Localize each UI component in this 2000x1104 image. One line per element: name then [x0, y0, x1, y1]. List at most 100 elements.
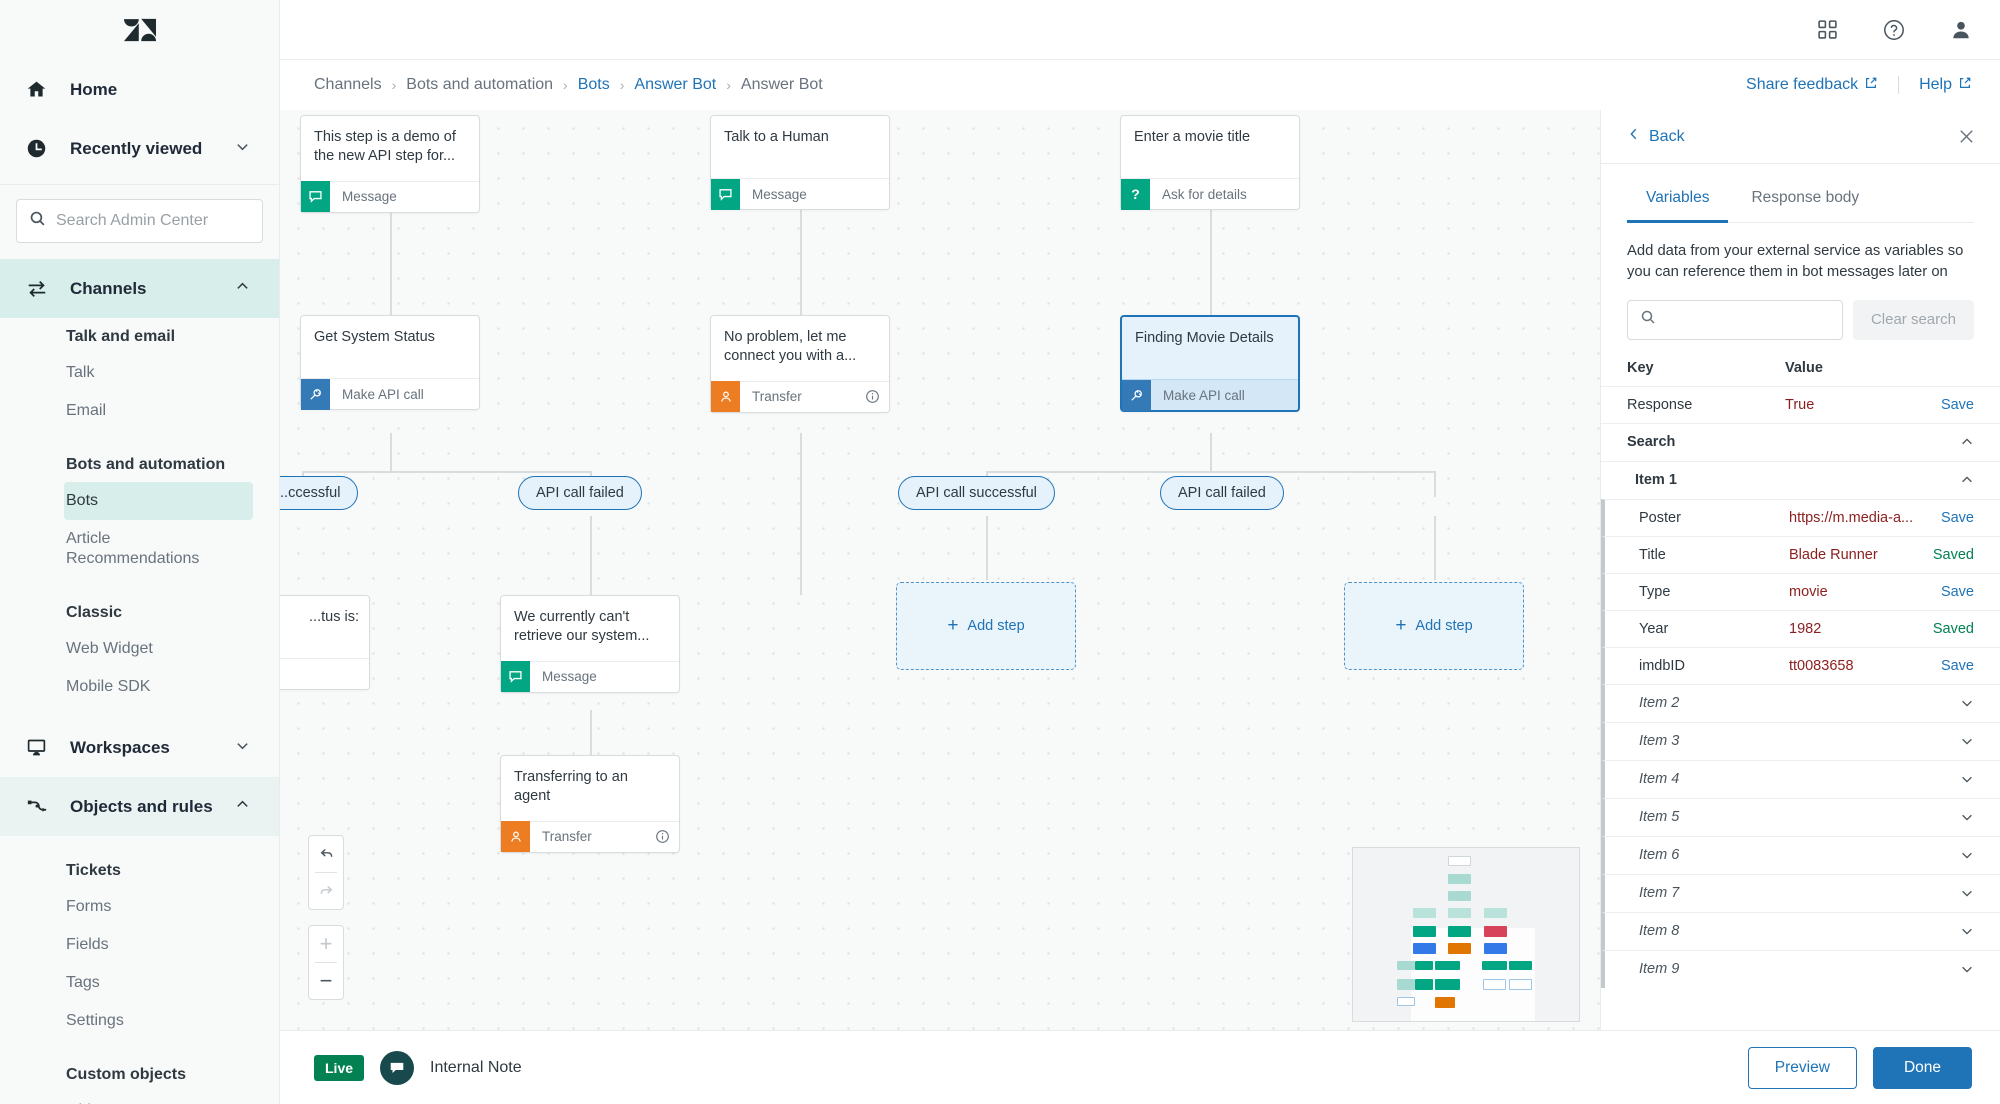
variables-search-box[interactable]: [1627, 299, 1843, 340]
help-link[interactable]: Help: [1919, 76, 1972, 95]
item-row[interactable]: Item 5: [1601, 797, 2000, 836]
flow-node[interactable]: Talk to a Human Message: [710, 115, 890, 210]
add-step-button[interactable]: + Add step: [896, 582, 1076, 670]
save-action[interactable]: Save: [1940, 396, 1974, 413]
bot-flow-canvas[interactable]: This step is a demo of the new API step …: [280, 110, 1600, 1030]
minimap-node: [1415, 979, 1433, 990]
sidebar-item-fields[interactable]: Fields: [66, 936, 109, 953]
back-button[interactable]: Back: [1627, 127, 1685, 146]
table-row[interactable]: imdbID tt0083658 Save: [1601, 646, 2000, 684]
info-icon[interactable]: [865, 389, 889, 404]
sidebar-item-bots[interactable]: Bots: [64, 482, 253, 520]
item-row[interactable]: Item 9: [1601, 949, 2000, 988]
connector: [590, 516, 592, 596]
branch-pill[interactable]: API call failed: [1160, 476, 1284, 510]
group-row-search[interactable]: Search: [1601, 422, 2000, 461]
breadcrumb-bots[interactable]: Bots: [577, 76, 610, 93]
flow-node[interactable]: Transferring to an agent Transfer: [500, 755, 680, 853]
branch-pill[interactable]: ...ccessful: [280, 476, 359, 510]
table-row[interactable]: Poster https://m.media-a... Save: [1601, 498, 2000, 536]
tab-response-body[interactable]: Response body: [1751, 189, 1860, 206]
item-row[interactable]: Item 6: [1601, 835, 2000, 874]
sidebar-item-workspaces[interactable]: Workspaces: [0, 718, 279, 777]
sidebar-item-objects[interactable]: Objects: [0, 1092, 279, 1104]
done-button[interactable]: Done: [1872, 1046, 1972, 1089]
item-row[interactable]: Item 7: [1601, 873, 2000, 912]
sidebar-item-talk[interactable]: Talk: [66, 364, 95, 381]
breadcrumb-bots-and-automation[interactable]: Bots and automation: [406, 76, 554, 93]
variables-search-input[interactable]: [1665, 311, 1830, 329]
minimap-node: [1448, 856, 1471, 866]
zoom-out-button[interactable]: −: [319, 968, 333, 993]
flow-node[interactable]: No problem, let me connect you with a...…: [710, 315, 890, 413]
table-row[interactable]: Response True Save: [1601, 385, 2000, 423]
save-action[interactable]: Save: [1940, 657, 1974, 674]
flow-node[interactable]: Enter a movie title ? Ask for details: [1120, 115, 1300, 210]
monitor-icon: [26, 737, 56, 758]
add-step-button[interactable]: + Add step: [1344, 582, 1524, 670]
item-row[interactable]: Item 8: [1601, 911, 2000, 950]
sidebar-item-channels[interactable]: Channels: [0, 259, 279, 318]
node-type-label: Transfer: [542, 829, 592, 845]
info-icon[interactable]: [655, 829, 679, 844]
preview-button[interactable]: Preview: [1747, 1046, 1857, 1089]
table-row[interactable]: Type movie Save: [1601, 572, 2000, 610]
chevron-down-icon: [1960, 962, 1974, 976]
node-footer: Make API call: [1122, 379, 1298, 411]
spacer: [0, 1040, 279, 1056]
internal-note-icon[interactable]: [380, 1050, 415, 1085]
grid-apps-icon[interactable]: [1817, 19, 1838, 40]
sidebar-workspaces-label: Workspaces: [70, 737, 170, 757]
save-action[interactable]: Save: [1940, 509, 1974, 526]
group-row-item-1[interactable]: Item 1: [1601, 460, 2000, 499]
search-input[interactable]: [56, 212, 250, 230]
minimap-node: [1435, 997, 1455, 1008]
tab-variables[interactable]: Variables: [1627, 178, 1729, 223]
redo-icon[interactable]: [308, 873, 344, 909]
sidebar-item-mobile-sdk[interactable]: Mobile SDK: [66, 678, 151, 695]
flow-node[interactable]: This step is a demo of the new API step …: [300, 115, 480, 213]
item-row[interactable]: Item 2: [1601, 683, 2000, 722]
breadcrumb-separator: ›: [619, 77, 625, 93]
zoom-in-button[interactable]: +: [319, 931, 333, 956]
user-avatar-icon[interactable]: [1950, 19, 1972, 41]
close-icon[interactable]: [1957, 127, 1976, 146]
flow-node-selected[interactable]: Finding Movie Details Make API call: [1120, 315, 1300, 412]
undo-icon[interactable]: [308, 836, 344, 872]
canvas-minimap[interactable]: [1352, 847, 1580, 1022]
flow-node-partial[interactable]: ...tus is:: [280, 595, 370, 690]
breadcrumb: Channels › Bots and automation › Bots › …: [314, 76, 823, 94]
sidebar-channels-label: Channels: [70, 278, 147, 298]
node-title: Enter a movie title: [1134, 129, 1251, 145]
flow-node[interactable]: Get System Status Make API call: [300, 315, 480, 410]
flow-node[interactable]: We currently can't retrieve our system..…: [500, 595, 680, 693]
sidebar-item-email[interactable]: Email: [66, 402, 107, 419]
share-feedback-link[interactable]: Share feedback: [1746, 76, 1878, 95]
connector: [986, 516, 988, 580]
sidebar-item-home[interactable]: Home: [0, 60, 279, 119]
table-row[interactable]: Title Blade Runner Saved: [1601, 535, 2000, 573]
breadcrumb-answer-bot[interactable]: Answer Bot: [634, 76, 717, 93]
branch-pill[interactable]: API call successful: [898, 476, 1055, 510]
sidebar-item-settings[interactable]: Settings: [66, 1012, 124, 1029]
search-admin-center-box[interactable]: [16, 199, 263, 243]
sidebar-item-forms[interactable]: Forms: [66, 898, 112, 915]
sidebar-item-tags[interactable]: Tags: [66, 974, 100, 991]
save-action[interactable]: Save: [1940, 583, 1974, 600]
table-row[interactable]: Year 1982 Saved: [1601, 609, 2000, 647]
panel-description: Add data from your external service as v…: [1627, 243, 1964, 281]
minimap-node: [1413, 943, 1436, 954]
item-label: Item 7: [1639, 885, 1680, 902]
sidebar-item-web-widget[interactable]: Web Widget: [66, 640, 153, 657]
item-row[interactable]: Item 4: [1601, 759, 2000, 798]
sidebar-item-objects-and-rules[interactable]: Objects and rules: [0, 777, 279, 836]
clear-search-button[interactable]: Clear search: [1852, 299, 1974, 340]
left-sidebar: Home Recently viewed: [0, 0, 280, 1104]
branch-pill[interactable]: API call failed: [518, 476, 642, 510]
help-circle-icon[interactable]: [1882, 18, 1906, 42]
item-row[interactable]: Item 3: [1601, 721, 2000, 760]
zendesk-logo[interactable]: [0, 0, 279, 60]
sidebar-item-recently-viewed[interactable]: Recently viewed: [0, 119, 279, 178]
breadcrumb-channels[interactable]: Channels: [314, 76, 382, 93]
sidebar-item-article-recommendations[interactable]: Article Recommendations: [66, 530, 200, 567]
